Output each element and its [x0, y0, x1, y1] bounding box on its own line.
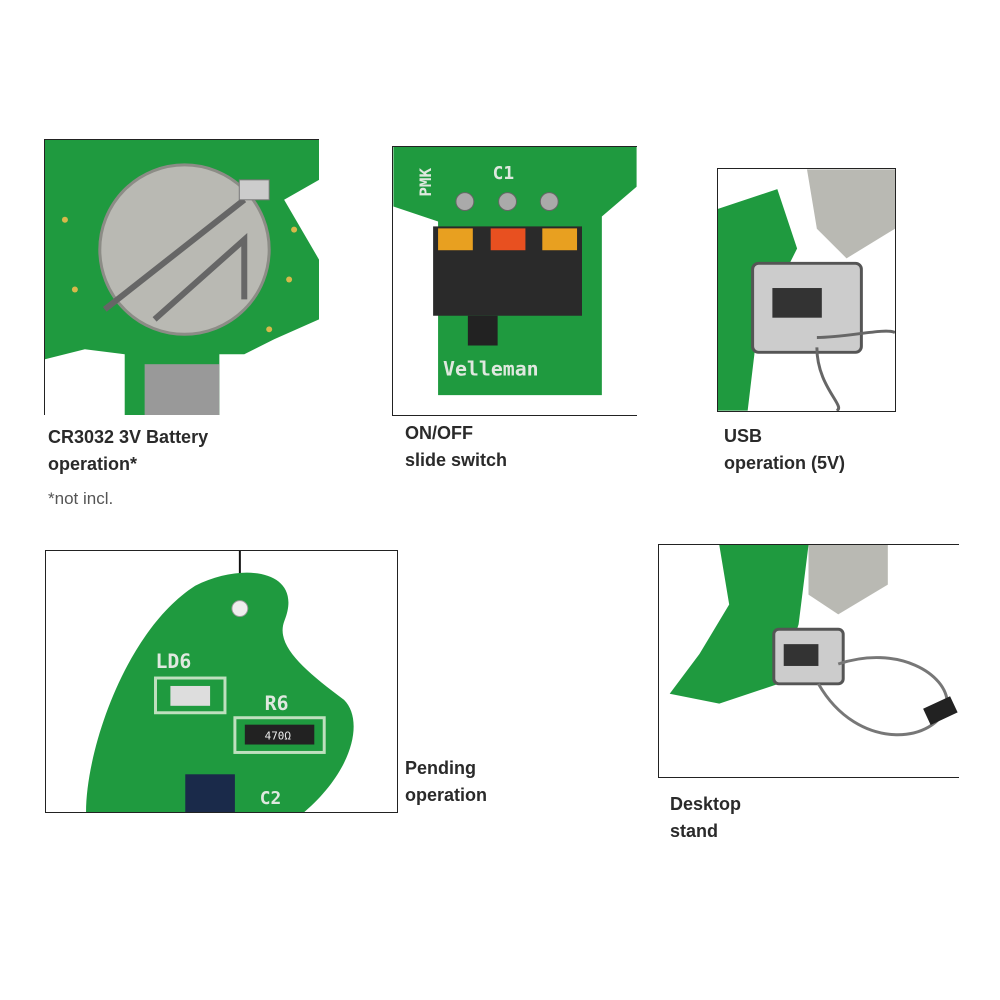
battery-not-included-note: *not incl.	[48, 489, 114, 508]
pending-caption-line2: operation	[405, 785, 488, 805]
desktop-caption: Desktop stand	[670, 791, 741, 845]
switch-caption-line1: ON/OFF	[405, 423, 473, 443]
pcb-c2-label: C2	[260, 788, 282, 809]
usb-caption: USB operation (5V)	[724, 423, 845, 477]
pcb-ref-label: PMK	[416, 168, 435, 197]
desktop-caption-line1: Desktop	[670, 794, 742, 814]
switch-caption-line2: slide switch	[405, 450, 508, 470]
switch-photo: PMK C1 Velleman	[392, 146, 637, 416]
switch-caption: ON/OFF slide switch	[405, 420, 507, 474]
pcb-c1-label: C1	[493, 163, 515, 184]
pcb-brand-label: Velleman	[443, 357, 539, 380]
pcb-ld6-label: LD6	[156, 650, 192, 673]
pending-caption-line1: Pending	[405, 758, 476, 778]
battery-caption-line2: operation*	[48, 454, 138, 474]
pending-caption: Pending operation	[405, 755, 487, 809]
usb-photo	[717, 168, 896, 412]
usb-caption-line1: USB	[724, 426, 763, 446]
desktop-caption-line2: stand	[670, 821, 719, 841]
pcb-r6-label: R6	[265, 692, 289, 715]
battery-caption-line1: CR3032 3V Battery	[48, 427, 209, 447]
pending-photo: LD6 R6 470Ω C2	[45, 550, 398, 813]
battery-caption: CR3032 3V Battery operation*	[48, 424, 208, 478]
desktop-stand-photo	[658, 544, 959, 778]
usb-caption-line2: operation (5V)	[724, 453, 846, 473]
battery-photo	[44, 139, 319, 415]
pcb-resistor-value: 470Ω	[265, 730, 292, 743]
